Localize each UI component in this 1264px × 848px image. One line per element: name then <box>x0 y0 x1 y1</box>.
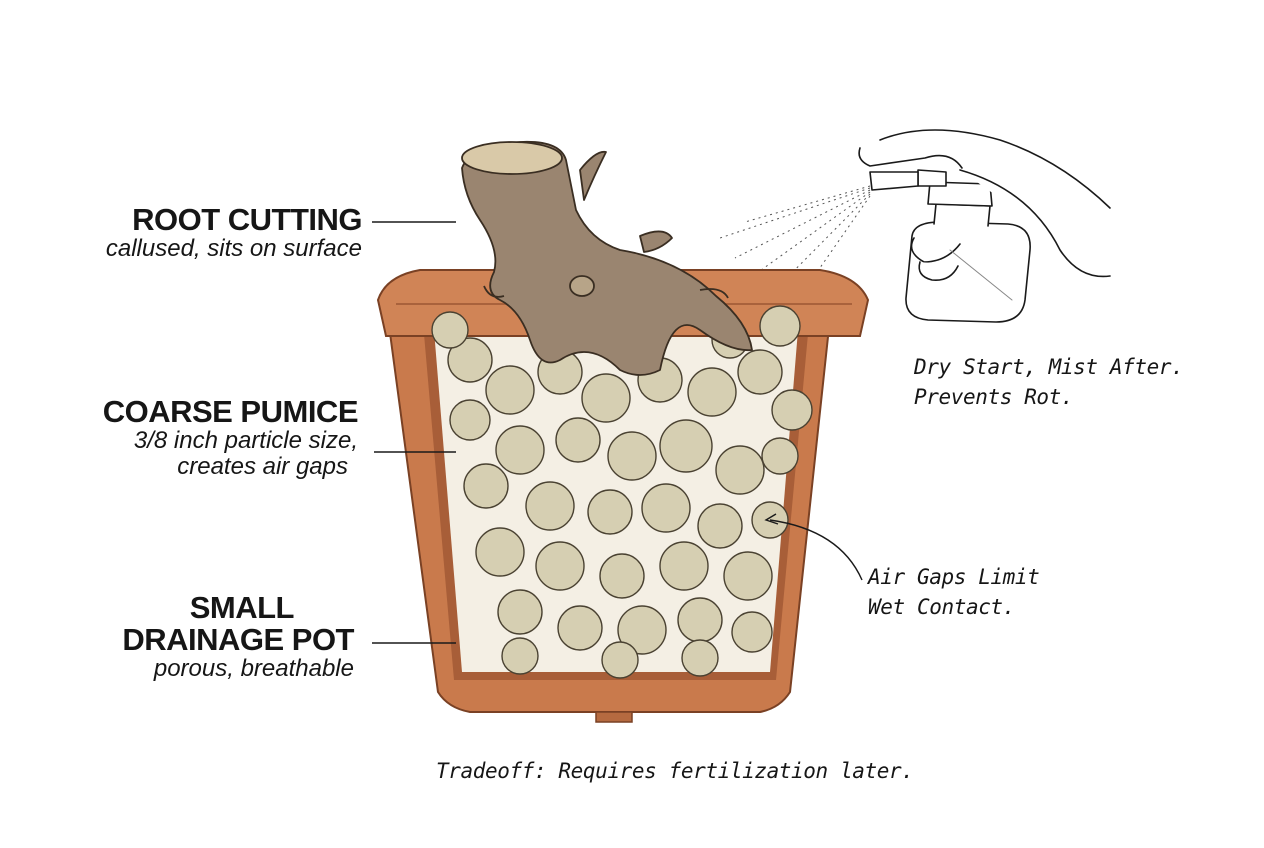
drainage-pot-label: SMALL DRAINAGE POT porous, breathable <box>70 592 354 682</box>
mist-note: Dry Start, Mist After. Prevents Rot. <box>914 352 1244 412</box>
root-cutting-icon <box>461 140 753 376</box>
air-gaps-note-line-1: Air Gaps Limit <box>868 565 1040 589</box>
drainage-pot-subtitle: porous, breathable <box>153 655 354 682</box>
pumice-stones-icon <box>431 305 813 679</box>
air-gaps-note: Air Gaps Limit Wet Contact. <box>868 562 1168 622</box>
tradeoff-note: Tradeoff: Requires fertilization later. <box>436 759 914 783</box>
coarse-pumice-subtitle-2: creates air gaps <box>177 453 348 480</box>
root-cutting-label: ROOT CUTTING callused, sits on surface <box>70 202 363 262</box>
spray-mist-icon <box>719 185 871 309</box>
root-cutting-subtitle: callused, sits on surface <box>105 235 362 262</box>
mist-note-line-2: Prevents Rot. <box>914 385 1074 409</box>
root-cutting-title: ROOT CUTTING <box>132 202 362 237</box>
mist-note-line-1: Dry Start, Mist After. <box>914 355 1184 379</box>
coarse-pumice-subtitle-1: 3/8 inch particle size, <box>133 427 358 454</box>
coarse-pumice-title: COARSE PUMICE <box>102 394 359 429</box>
spray-bottle-hand-icon <box>858 129 1111 323</box>
leader-lines <box>372 221 863 644</box>
air-gaps-note-line-2: Wet Contact. <box>868 595 1015 619</box>
coarse-pumice-label: COARSE PUMICE 3/8 inch particle size, cr… <box>70 394 359 480</box>
drainage-pot-title-1: SMALL <box>189 590 295 625</box>
drainage-pot-title-2: DRAINAGE POT <box>122 622 354 657</box>
